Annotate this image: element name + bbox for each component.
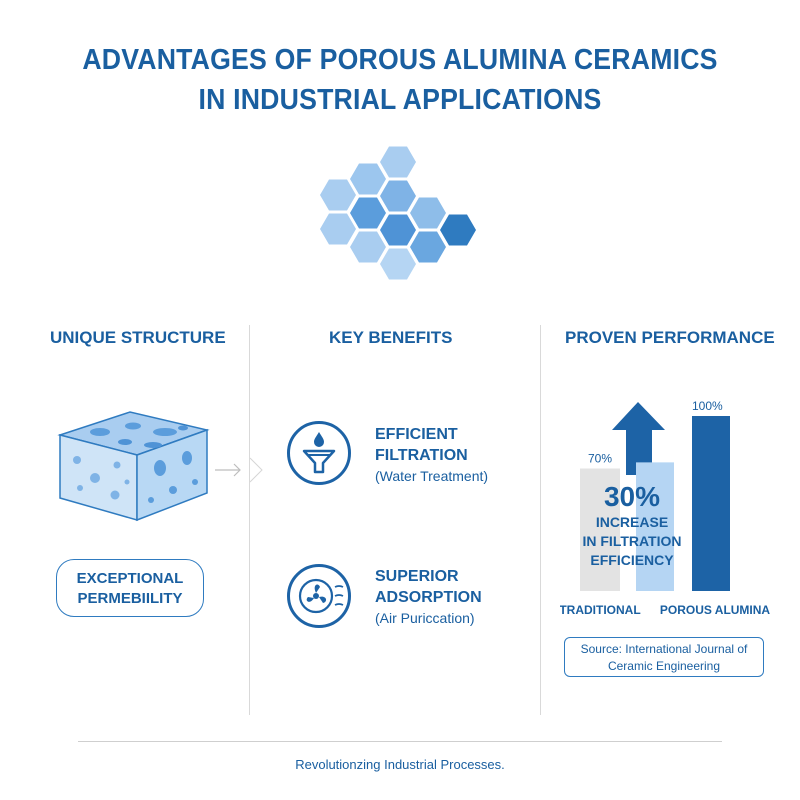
hexagon [380, 214, 416, 246]
porous-cube-icon [57, 411, 210, 522]
fan-icon [287, 564, 351, 628]
column-divider [249, 325, 250, 715]
title-line-1: ADVANTAGES OF POROUS ALUMINA CERAMICS [82, 44, 718, 76]
arrow-right-icon [215, 457, 263, 483]
key-benefits-heading: KEY BENEFITS [329, 328, 453, 347]
highlight-text: INCREASE [595, 514, 669, 530]
hexagon [320, 179, 356, 211]
hexagon [320, 213, 356, 245]
highlight-value: 30% [603, 481, 661, 512]
proven-performance-heading: PROVEN PERFORMANCE [565, 328, 775, 347]
page-title: ADVANTAGES OF POROUS ALUMINA CERAMICS IN… [32, 40, 768, 120]
column-divider [540, 325, 541, 715]
footer-tagline: Revolutionzing Industrial Processes. [295, 757, 505, 772]
badge-line-1: EXCEPTIONAL [76, 570, 184, 587]
source-line-2: Ceramic Engineering [607, 659, 721, 673]
hexagon [350, 231, 386, 263]
benefit-filtration: EFFICIENT FILTRATION (Water Treatment) [375, 424, 488, 487]
bar-value-label: 100% [692, 399, 723, 413]
up-arrow-icon [612, 402, 665, 475]
title-line-2: IN INDUSTRIAL APPLICATIONS [198, 84, 602, 116]
footer-divider [78, 741, 722, 742]
exceptional-permeability-badge: EXCEPTIONAL PERMEBIILITY [56, 559, 204, 617]
efficiency-highlight: 30% INCREASE IN FILTRATION EFFICIENCY [572, 481, 692, 570]
highlight-text: IN FILTRATION [582, 533, 682, 549]
performance-bar-chart: 70% 100% TRADITIONAL POROUS ALUMINA [560, 399, 771, 617]
hexagon [350, 197, 386, 229]
benefit-adsorption: SUPERIOR ADSORPTION (Air Puriccation) [375, 566, 482, 629]
hexagon [410, 197, 446, 229]
benefit-subtitle: (Air Puriccation) [375, 610, 475, 626]
benefit-title: SUPERIOR [375, 568, 459, 585]
bar-porous-alumina [692, 416, 730, 591]
source-line-1: Source: International Journal of [580, 642, 748, 656]
hexagon [350, 163, 386, 195]
bar-traditional [580, 468, 620, 591]
source-citation: Source: International Journal of Ceramic… [564, 637, 764, 677]
category-label: TRADITIONAL [560, 603, 641, 617]
benefit-subtitle: (Water Treatment) [375, 468, 489, 484]
bar-highlight-backdrop [636, 462, 674, 591]
unique-structure-heading: UNIQUE STRUCTURE [50, 328, 226, 347]
hexagon [440, 214, 476, 246]
benefit-title: ADSORPTION [375, 589, 482, 606]
highlight-text: EFFICIENCY [590, 552, 674, 568]
badge-line-2: PERMEBIILITY [77, 590, 183, 607]
bar-value-label: 70% [588, 452, 612, 466]
category-label: POROUS ALUMINA [660, 603, 771, 617]
hexagon [380, 248, 416, 280]
hexagon-cluster-icon [320, 146, 476, 280]
benefit-title: FILTRATION [375, 447, 468, 464]
filter-funnel-icon [287, 421, 351, 485]
benefit-title: EFFICIENT [375, 426, 458, 443]
hexagon [410, 231, 446, 263]
hexagon [380, 146, 416, 178]
hexagon [380, 180, 416, 212]
